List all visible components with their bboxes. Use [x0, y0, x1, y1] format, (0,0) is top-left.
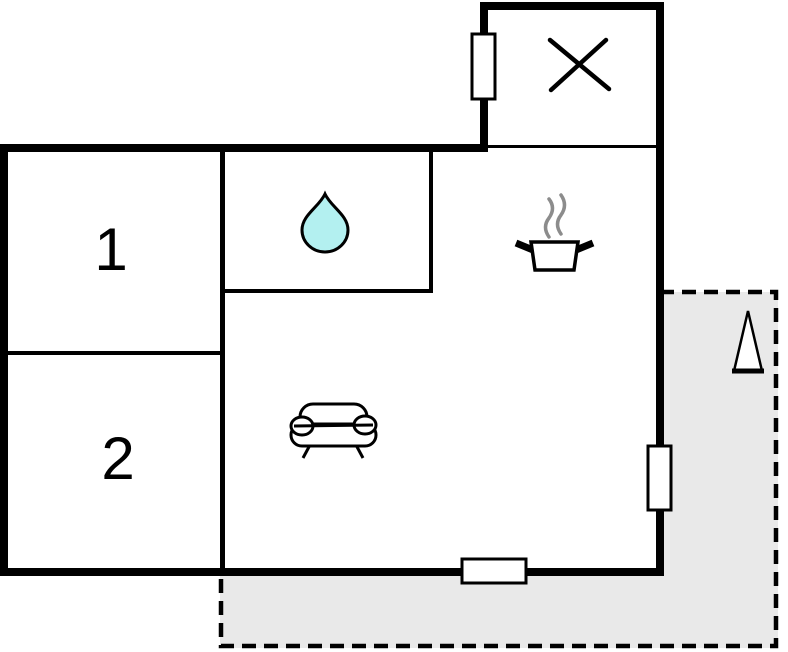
room-2-label: 2	[101, 425, 134, 492]
interior-wall-vertical	[220, 148, 225, 572]
sofa-seat-line	[293, 423, 374, 428]
annex-bottom-line	[488, 145, 658, 148]
walls	[0, 2, 664, 576]
bathroom-wall-right	[429, 150, 433, 293]
bathroom-wall-bottom	[222, 289, 433, 293]
annex-window-icon	[470, 32, 497, 101]
wall-left	[0, 144, 8, 576]
sofa-icon	[289, 402, 378, 459]
wall-bottom	[0, 568, 664, 576]
rooms-divider-wall	[4, 351, 223, 355]
wall-right	[656, 2, 664, 576]
water-drop-icon	[300, 190, 350, 254]
cooking-pot-icon	[514, 193, 595, 272]
bottom-door-icon	[460, 557, 528, 585]
terrace	[218, 289, 779, 649]
wall-top	[0, 144, 488, 152]
annex-wall-top	[480, 2, 664, 10]
terrace-area	[220, 292, 778, 648]
pot-handle-right	[574, 239, 595, 254]
right-window-icon	[646, 444, 673, 512]
steam-icon	[543, 193, 567, 239]
cross-icon	[547, 37, 612, 93]
terrace-dashed-border	[218, 289, 779, 649]
pot-body	[528, 240, 581, 272]
pot-handle-left	[514, 239, 535, 254]
openings	[460, 32, 673, 585]
room-1-label: 1	[94, 216, 127, 283]
north-arrow-icon	[732, 310, 764, 374]
